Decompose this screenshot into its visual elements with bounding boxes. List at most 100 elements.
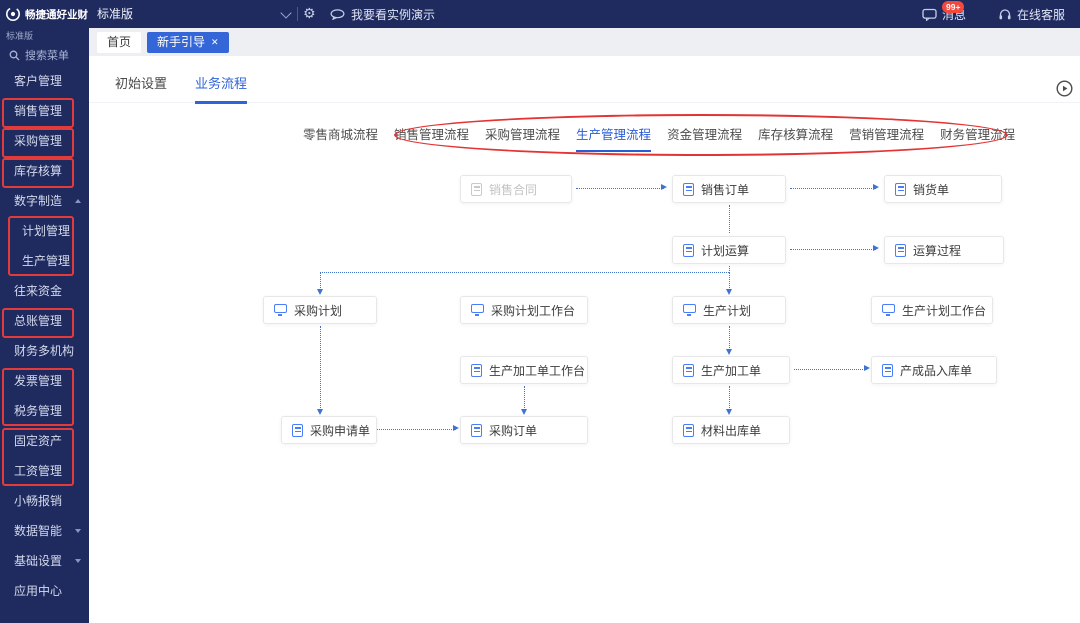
sidebar-item-tax-mgmt[interactable]: 税务管理	[0, 396, 89, 426]
flow-node-label: 生产加工单	[701, 362, 761, 379]
document-icon	[683, 424, 694, 437]
flow-tab-finance[interactable]: 财务管理流程	[940, 124, 1015, 152]
search-icon	[9, 50, 20, 61]
online-support-label: 在线客服	[1017, 6, 1065, 23]
flow-node-label: 采购订单	[489, 422, 537, 439]
flow-node-purchase-requisition[interactable]: 采购申请单	[281, 416, 377, 444]
play-button[interactable]	[1056, 80, 1073, 97]
sidebar-search[interactable]: 搜索菜单	[0, 44, 89, 66]
flow-node-label: 销货单	[913, 181, 949, 198]
view-tabs: 初始设置 业务流程	[115, 73, 247, 104]
edition-label: 标准版	[0, 28, 89, 44]
flow-node-finished-goods-receipt[interactable]: 产成品入库单	[871, 356, 997, 384]
brand-logo-icon	[5, 6, 21, 22]
monitor-icon	[683, 304, 696, 313]
demo-link[interactable]: 我要看实例演示	[330, 0, 435, 28]
sidebar-item-finance-multi-org[interactable]: 财务多机构	[0, 336, 89, 366]
flow-node-label: 采购计划	[294, 302, 342, 319]
tab-business-flow[interactable]: 业务流程	[195, 73, 247, 104]
sidebar-item-customer-mgmt[interactable]: 客户管理	[0, 66, 89, 96]
flow-connector	[729, 205, 730, 233]
flow-connector	[320, 272, 321, 292]
flow-tab-inventory[interactable]: 库存核算流程	[758, 124, 833, 152]
flow-tab-funds[interactable]: 资金管理流程	[667, 124, 742, 152]
document-icon	[683, 364, 694, 377]
flow-node-label: 运算过程	[913, 242, 961, 259]
flow-node-sales-order[interactable]: 销售订单	[672, 175, 786, 203]
tab-home-label: 首页	[107, 32, 131, 53]
message-bubble-icon	[922, 8, 937, 21]
workspace-tabbar: 首页 新手引导	[89, 28, 1080, 56]
flow-tab-purchase[interactable]: 采购管理流程	[485, 124, 560, 152]
brand-title: 畅捷通好业财	[25, 7, 88, 22]
chevron-down-icon[interactable]	[280, 7, 291, 18]
sidebar-item-receivables-funds[interactable]: 往来资金	[0, 276, 89, 306]
flow-tab-sales[interactable]: 销售管理流程	[394, 124, 469, 152]
flow-tab-retail-mall[interactable]: 零售商城流程	[303, 124, 378, 152]
flow-node-purchase-plan-workbench[interactable]: 采购计划工作台	[460, 296, 588, 324]
sidebar-item-plan-mgmt[interactable]: 计划管理	[0, 216, 89, 246]
close-icon[interactable]	[211, 38, 219, 47]
flow-node-label: 销售合同	[489, 181, 537, 198]
sidebar-item-app-center[interactable]: 应用中心	[0, 576, 89, 606]
workspace-select[interactable]: 标准版	[97, 0, 133, 28]
sidebar-item-fixed-assets[interactable]: 固定资产	[0, 426, 89, 456]
flow-node-work-order[interactable]: 生产加工单	[672, 356, 790, 384]
monitor-icon	[471, 304, 484, 313]
flow-node-production-plan[interactable]: 生产计划	[672, 296, 786, 324]
flow-node-sales-delivery[interactable]: 销货单	[884, 175, 1002, 203]
messages-button[interactable]: 消息 99+	[922, 0, 966, 28]
tab-initial-setup[interactable]: 初始设置	[115, 73, 167, 104]
flow-node-label: 生产计划	[703, 302, 751, 319]
flow-tab-marketing[interactable]: 营销管理流程	[849, 124, 924, 152]
flow-node-material-issue[interactable]: 材料出库单	[672, 416, 790, 444]
flow-node-plan-calculation[interactable]: 计划运算	[672, 236, 786, 264]
headset-icon	[998, 8, 1012, 21]
flow-node-work-order-workbench[interactable]: 生产加工单工作台	[460, 356, 588, 384]
flow-node-sales-contract[interactable]: 销售合同	[460, 175, 572, 203]
sidebar-item-data-intelligence[interactable]: 数据智能	[0, 516, 89, 546]
sidebar-item-invoice-mgmt[interactable]: 发票管理	[0, 366, 89, 396]
sidebar: 标准版 搜索菜单 客户管理 销售管理 采购管理 库存核算 数字制造 计划管理 生…	[0, 28, 89, 623]
flow-node-label: 采购申请单	[310, 422, 370, 439]
flow-node-production-plan-workbench[interactable]: 生产计划工作台	[871, 296, 993, 324]
sidebar-item-expense-report[interactable]: 小畅报销	[0, 486, 89, 516]
flow-node-calculation-process[interactable]: 运算过程	[884, 236, 1004, 264]
sidebar-item-production-mgmt[interactable]: 生产管理	[0, 246, 89, 276]
cart-icon	[471, 424, 482, 437]
flow-connector	[320, 326, 321, 412]
flow-node-label: 生产加工单工作台	[489, 362, 585, 379]
flow-node-label: 产成品入库单	[900, 362, 972, 379]
tab-beginner-guide[interactable]: 新手引导	[147, 32, 229, 53]
gear-icon[interactable]	[303, 0, 316, 28]
sidebar-item-purchase-mgmt[interactable]: 采购管理	[0, 126, 89, 156]
sidebar-item-basic-settings[interactable]: 基础设置	[0, 546, 89, 576]
tab-home[interactable]: 首页	[97, 32, 141, 53]
sidebar-item-general-ledger[interactable]: 总账管理	[0, 306, 89, 336]
document-icon	[471, 364, 482, 377]
document-icon	[882, 364, 893, 377]
globe-icon	[292, 424, 303, 437]
flow-node-label: 销售订单	[701, 181, 749, 198]
app-logo: 畅捷通好业财	[5, 0, 88, 28]
document-icon	[895, 183, 906, 196]
topbar: 畅捷通好业财 标准版 我要看实例演示 消息 99+	[0, 0, 1080, 28]
flow-node-label: 计划运算	[701, 242, 749, 259]
flow-connector	[729, 272, 730, 292]
document-icon	[683, 183, 694, 196]
flow-connector	[377, 429, 456, 430]
tab-beginner-guide-label: 新手引导	[157, 32, 205, 53]
sidebar-item-payroll-mgmt[interactable]: 工资管理	[0, 456, 89, 486]
flow-node-purchase-plan[interactable]: 采购计划	[263, 296, 377, 324]
flow-connector	[790, 249, 876, 250]
sidebar-item-sales-mgmt[interactable]: 销售管理	[0, 96, 89, 126]
sidebar-item-digital-manufacturing[interactable]: 数字制造	[0, 186, 89, 216]
flow-node-purchase-order[interactable]: 采购订单	[460, 416, 588, 444]
sidebar-item-inventory-accounting[interactable]: 库存核算	[0, 156, 89, 186]
flow-tab-production[interactable]: 生产管理流程	[576, 124, 651, 152]
flow-node-label: 采购计划工作台	[491, 302, 575, 319]
speech-bubble-icon	[330, 9, 345, 20]
online-support-button[interactable]: 在线客服	[998, 0, 1065, 28]
flow-connector	[524, 386, 525, 412]
demo-link-label: 我要看实例演示	[351, 6, 435, 23]
